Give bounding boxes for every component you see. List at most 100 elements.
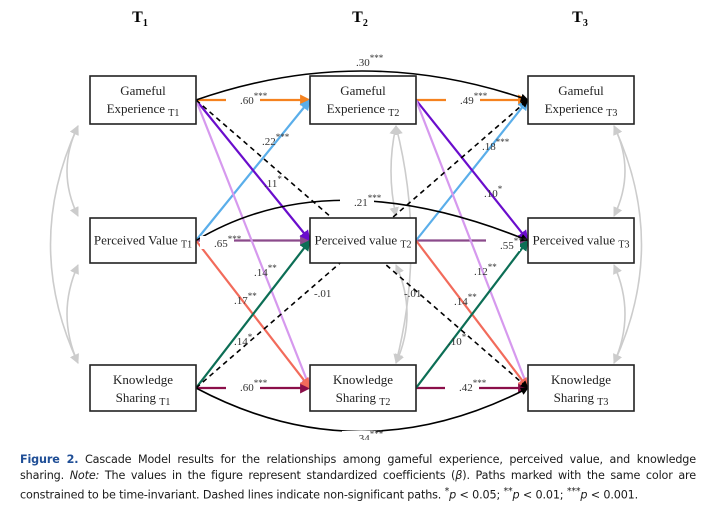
node-box [309, 75, 417, 125]
coef-stars: *** [276, 132, 290, 142]
coef-value: .14 [454, 296, 468, 308]
label-bg-ks1-ks3 [342, 431, 376, 440]
coef-stars: * [248, 332, 253, 342]
coef-label-ks2-ks3: .42*** [459, 378, 487, 394]
coef-label-ge1-ge3: .30*** [356, 53, 384, 69]
covariance-arc-ge3-ks3 [613, 125, 643, 364]
label-bg-pv1-pv2 [200, 236, 234, 249]
coef-label-pv2-ge3: .18*** [482, 137, 510, 153]
node-box [527, 75, 635, 125]
coef-label-pv1-ge2: .22*** [262, 132, 290, 148]
caption-text-1: Cascade Model results for the relationsh… [20, 453, 696, 482]
coef-label-ks1-ks2: .60*** [240, 378, 268, 394]
caption-p3-var: p [580, 488, 588, 502]
node-box [309, 364, 417, 412]
caption-text-2: The values in the figure represent stand… [99, 469, 456, 482]
node-box [309, 217, 417, 264]
coef-stars: *** [496, 137, 510, 147]
coef-stars: * [498, 184, 503, 194]
caption-p3-rest: < 0.001. [587, 488, 639, 502]
node-label-line1: Knowledge [113, 372, 173, 387]
path-ks1-pv2 [195, 239, 311, 389]
label-bg-ge1-ge2 [226, 93, 260, 106]
node-box [89, 217, 197, 264]
node-label-line2: Sharing T3 [554, 390, 609, 408]
caption-p1-rest: < 0.05; [456, 488, 504, 502]
coef-value: .10 [484, 188, 498, 200]
covariance-arc-pv3-ks3 [613, 264, 626, 364]
caption-p2-stars: ** [503, 486, 513, 497]
node-pv3: Perceived value T3 [527, 217, 635, 264]
coef-label-ge1-ks2: .14** [254, 263, 277, 279]
coef-label-ks1-ge3: -.01 [404, 288, 421, 300]
node-label-line2: Experience T1 [107, 101, 180, 119]
caption-beta: β [455, 469, 463, 482]
coef-stars: *** [254, 378, 268, 388]
coef-label-pv1-pv2: .65*** [214, 234, 242, 250]
caption-text-3: ). Paths marked with the same color are … [20, 469, 696, 502]
coef-label-ge2-ks3: .12** [474, 262, 497, 278]
coef-stars: * [462, 332, 467, 342]
coef-value: .18 [482, 141, 496, 153]
node-label: Perceived value T3 [532, 233, 629, 251]
path-ge2-pv3 [415, 99, 529, 242]
node-label-line2: Experience T2 [327, 101, 400, 119]
coef-label-ge2-pv3: .10* [484, 184, 503, 200]
figure-label: Figure 2. [20, 453, 79, 466]
node-label-line1: Knowledge [333, 372, 393, 387]
coef-stars: *** [254, 91, 268, 101]
coef-value: -.01 [314, 288, 331, 300]
node-pv2: Perceived value T2 [309, 217, 417, 264]
coef-stars: ** [268, 263, 278, 273]
time-label-t2: T2 [352, 9, 368, 29]
caption-p2-var: p [512, 488, 520, 502]
coef-label-pv1-pv3: .21*** [354, 193, 382, 209]
coef-label-ge1-ks3: -.01 [314, 288, 331, 300]
node-box [527, 364, 635, 412]
coef-stars: ** [488, 262, 498, 272]
covariance-arc-pv1-ks1 [66, 264, 79, 364]
covariance-arc-ge1-ks1 [49, 125, 79, 364]
caption-p1-var: p [449, 488, 457, 502]
node-pv1: Perceived Value T1 [89, 217, 197, 264]
coef-stars: *** [370, 429, 384, 439]
caption-p2-rest: < 0.01; [519, 488, 567, 502]
caption-p3-stars: *** [566, 486, 581, 497]
coef-stars: *** [228, 234, 242, 244]
coef-stars: ** [248, 291, 258, 301]
node-label-line2: Sharing T1 [116, 390, 171, 408]
coef-label-pv2-ks3: .14** [454, 292, 477, 308]
coef-value: .60 [240, 95, 254, 107]
coef-stars: *** [370, 53, 384, 63]
coef-value: -.01 [404, 288, 421, 300]
coef-value: .14 [254, 267, 268, 279]
coef-value: .49 [460, 95, 474, 107]
time-labels: T1 T2 T3 [132, 9, 588, 29]
path-ge2-ks3 [414, 99, 530, 390]
coef-value: .60 [240, 382, 254, 394]
node-box [89, 75, 197, 125]
label-bg-pv2-pv3 [486, 238, 520, 251]
coef-value: .10 [448, 336, 462, 348]
path-ks2-pv3 [415, 239, 529, 389]
node-box [527, 217, 635, 264]
node-label: Perceived Value T1 [94, 233, 192, 251]
coef-value: .22 [262, 136, 276, 148]
coef-value: .42 [459, 382, 473, 394]
coef-stars: *** [368, 193, 382, 203]
coef-stars: *** [514, 236, 528, 246]
label-bg-ks2-ks3 [445, 380, 479, 393]
caption-note-label: Note: [69, 469, 100, 482]
node-label-line1: Gameful [120, 83, 166, 98]
node-label-line2: Experience T3 [545, 101, 618, 119]
time-label-t3: T3 [572, 9, 588, 29]
coef-stars: ** [468, 292, 478, 302]
coef-value: .12 [474, 266, 488, 278]
path-ge1-pv2 [195, 99, 311, 242]
